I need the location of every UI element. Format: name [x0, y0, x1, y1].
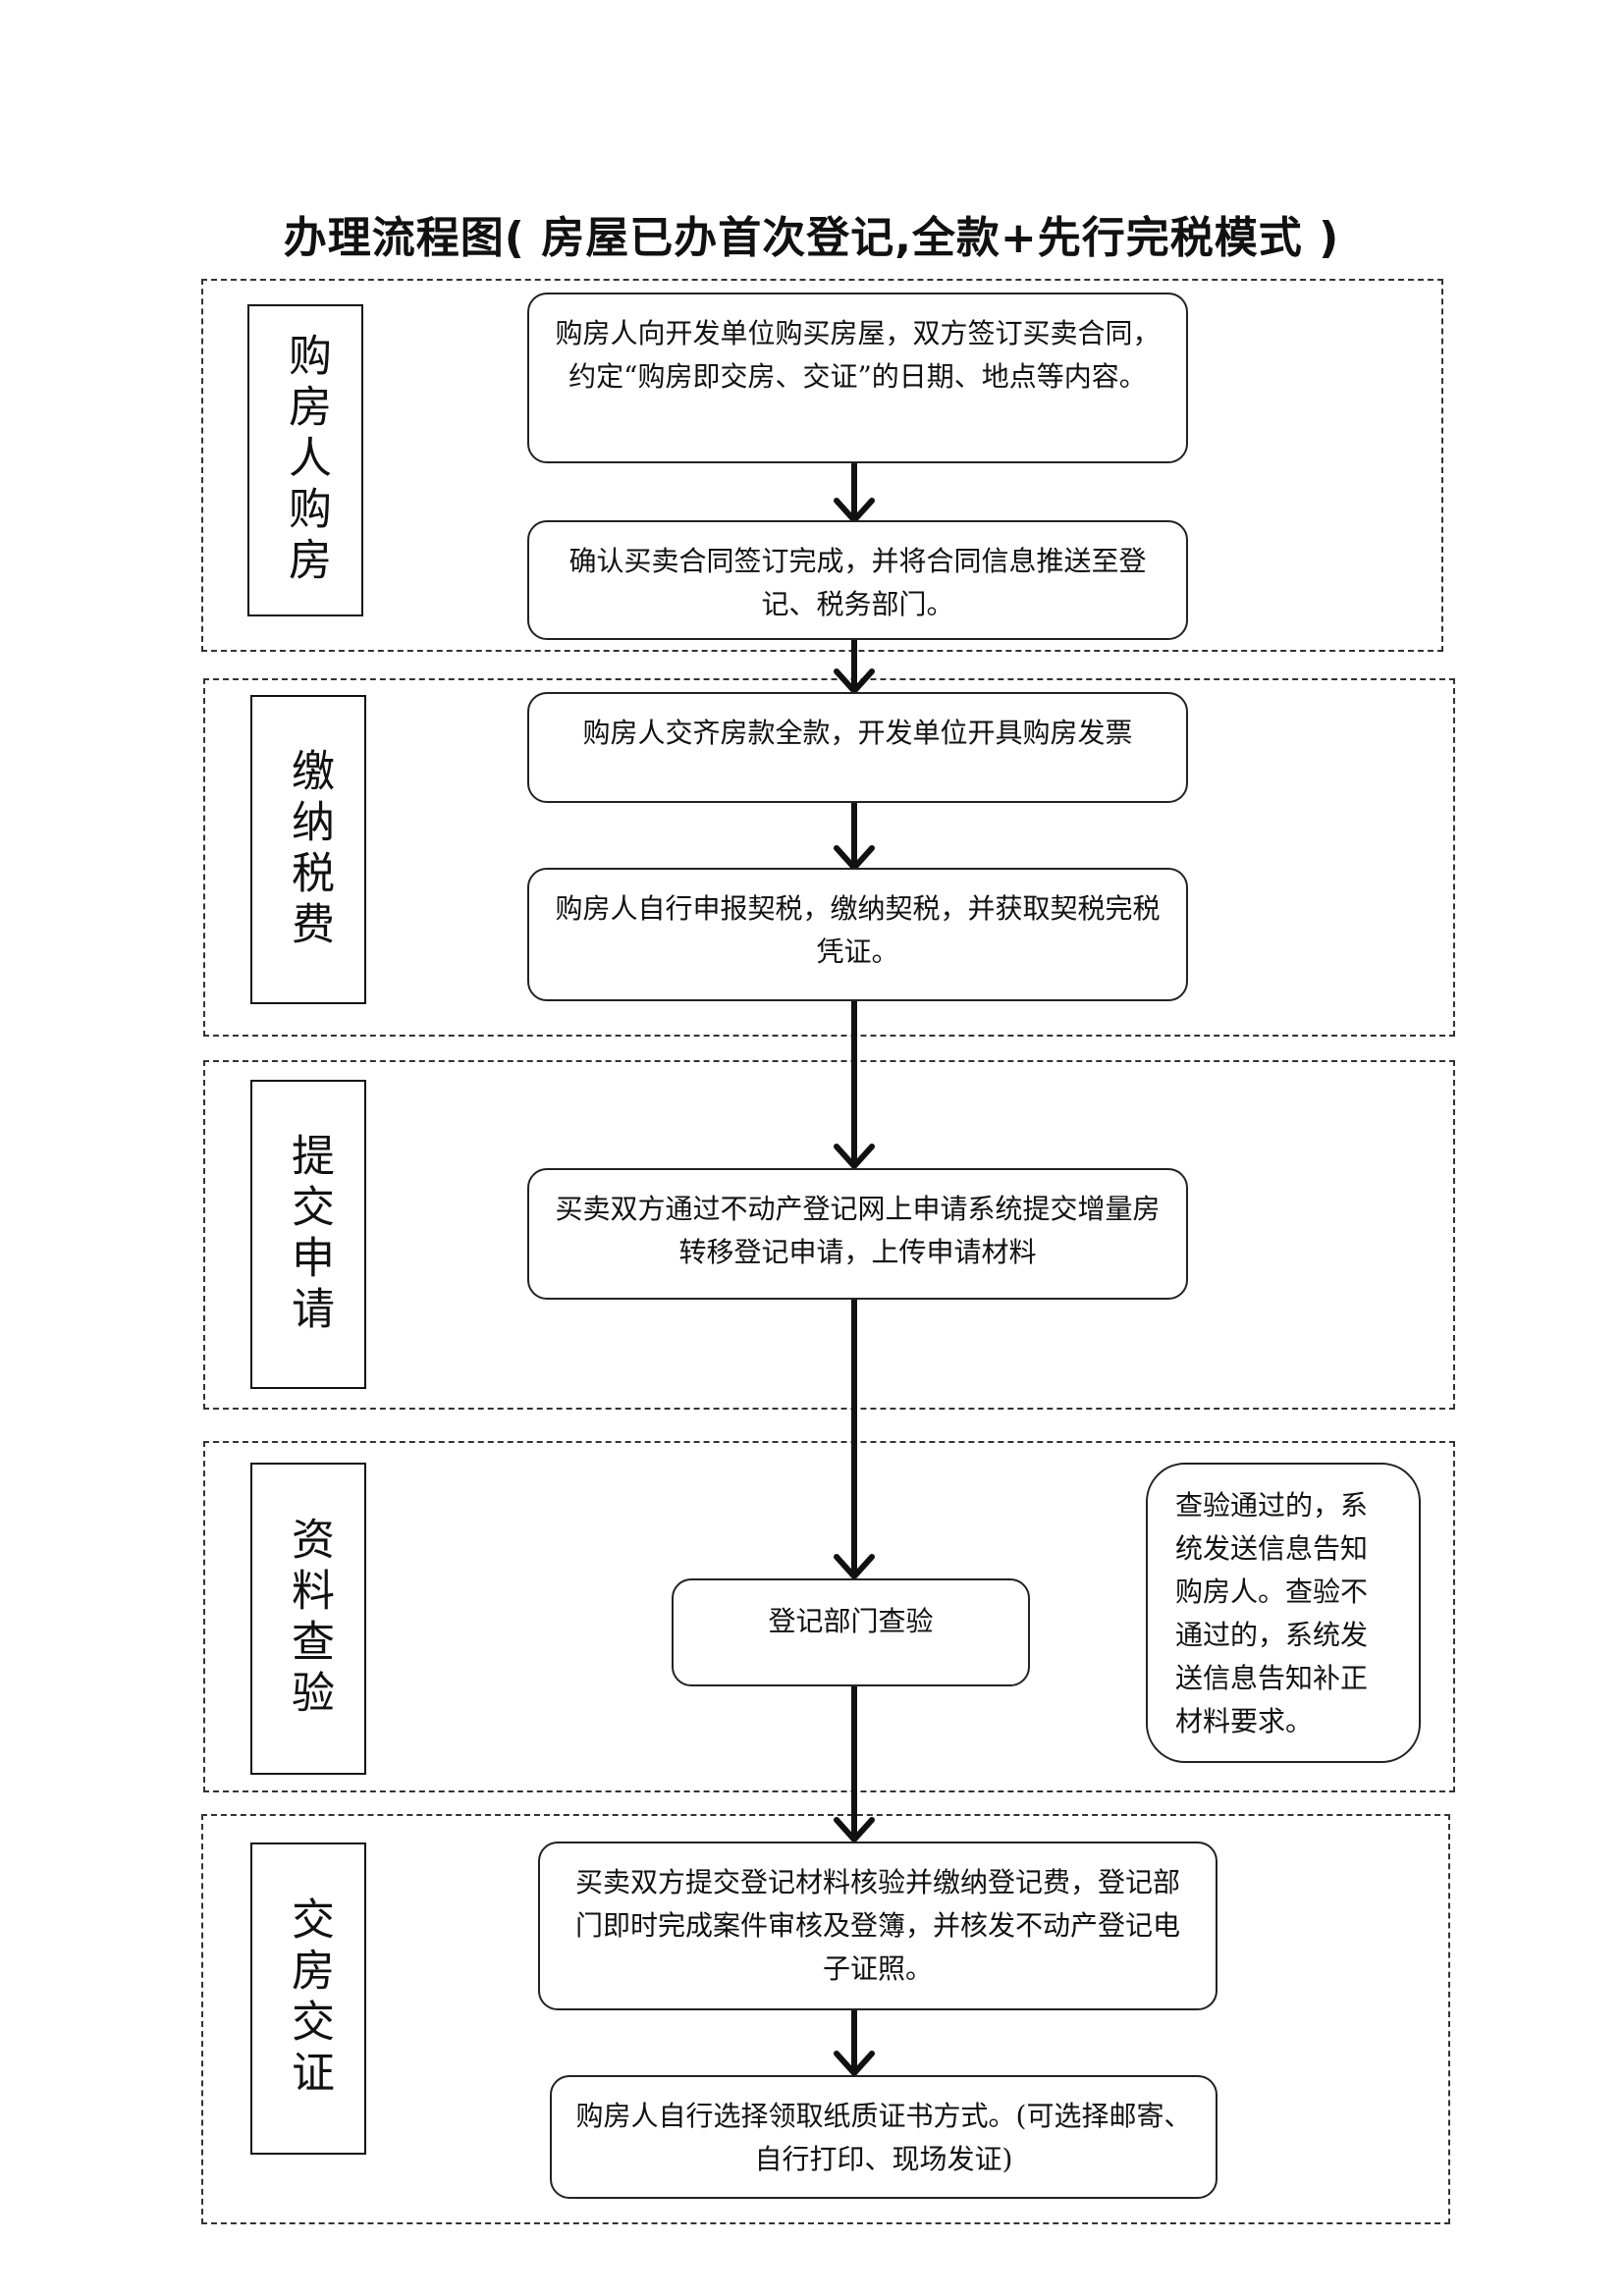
step-push-contract-info: 确认买卖合同签订完成，并将合同信息推送至登记、税务部门。 — [527, 520, 1188, 640]
section-purchase — [201, 279, 1443, 652]
stage-label-inspect: 资料查验 — [250, 1463, 366, 1775]
inspection-result-note: 查验通过的，系统发送信息告知购房人。查验不通过的，系统发送信息告知补正材料要求。 — [1146, 1463, 1421, 1763]
section-tax — [203, 678, 1455, 1037]
step-submit-application: 买卖双方通过不动产登记网上申请系统提交增量房转移登记申请，上传申请材料 — [527, 1168, 1188, 1300]
section-apply — [203, 1060, 1455, 1410]
section-inspect — [203, 1441, 1455, 1792]
step-sign-contract: 购房人向开发单位购买房屋，双方签订买卖合同，约定“购房即交房、交证”的日期、地点… — [527, 293, 1188, 463]
page-title: 办理流程图( 房屋已办首次登记,全款+先行完税模式 ) — [283, 213, 1340, 263]
stage-label-handover: 交房交证 — [250, 1842, 366, 2155]
stage-label-purchase: 购房人购房 — [247, 304, 363, 616]
stage-label-apply: 提交申请 — [250, 1080, 366, 1389]
step-register-and-issue: 买卖双方提交登记材料核验并缴纳登记费，登记部门即时完成案件审核及登簿，并核发不动… — [538, 1842, 1217, 2010]
step-full-payment: 购房人交齐房款全款，开发单位开具购房发票 — [527, 692, 1188, 803]
stage-label-tax: 缴纳税费 — [250, 695, 366, 1004]
section-handover — [201, 1814, 1450, 2224]
step-choose-certificate-method: 购房人自行选择领取纸质证书方式。(可选择邮寄、自行打印、现场发证) — [550, 2075, 1217, 2199]
step-inspection: 登记部门查验 — [672, 1578, 1030, 1686]
step-pay-deed-tax: 购房人自行申报契税，缴纳契税，并获取契税完税凭证。 — [527, 868, 1188, 1001]
